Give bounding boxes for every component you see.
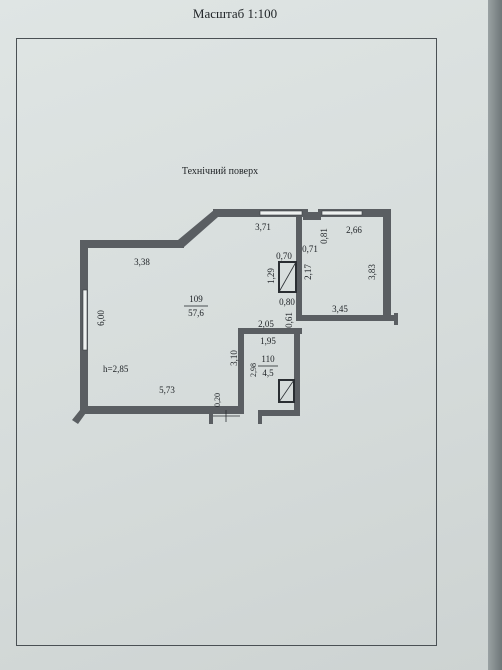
dim-6-00: 6,00 [96, 310, 106, 326]
wall-stub-left [72, 410, 88, 424]
scale-title: Масштаб 1:100 [192, 6, 278, 21]
vent-shaft-2-diagonal [278, 379, 295, 403]
dim-0-71: 0,71 [302, 244, 318, 254]
wall-stub-right [394, 313, 398, 325]
dim-2-17: 2,17 [303, 264, 313, 280]
dim-2-05: 2,05 [258, 319, 274, 329]
vent-shaft-1-diagonal [278, 261, 297, 293]
wall-bottom [88, 406, 244, 414]
wall-right-lower [296, 315, 396, 321]
room-110-number: 110 [261, 354, 275, 364]
vent-shaft-1 [278, 261, 297, 293]
page-edge-shadow [488, 0, 502, 670]
dim-3-71: 3,71 [255, 222, 271, 232]
walls [72, 209, 398, 424]
window-left [82, 289, 88, 351]
wall-niche [303, 212, 321, 220]
room-109-number: 109 [189, 294, 203, 304]
dim-1-29: 1,29 [266, 268, 276, 284]
dim-3-45: 3,45 [332, 304, 348, 314]
window-top-right [321, 210, 363, 216]
wall-room110-top [238, 328, 302, 334]
dim-0-20: 0,20 [213, 393, 222, 407]
floor-title: Технічний поверх [181, 166, 259, 177]
dim-2-98: 2,98 [249, 363, 258, 377]
wall-room110-right [294, 328, 300, 416]
dim-0-70: 0,70 [276, 251, 292, 261]
wall-top-left [80, 240, 184, 248]
window-top [259, 210, 303, 216]
wall-stub-bottom-2 [258, 410, 262, 424]
drawing-frame [16, 38, 437, 646]
dim-0-81: 0,81 [319, 228, 329, 244]
room-109-area: 57,6 [188, 308, 204, 318]
dim-0-80: 0,80 [279, 297, 295, 307]
wall-room110-bottom [258, 410, 300, 416]
wall-room110-left [238, 328, 244, 410]
dim-5-73: 5,73 [159, 385, 175, 395]
dim-0-61: 0,61 [284, 312, 294, 328]
wall-diagonal [178, 210, 218, 247]
ceiling-height: h=2,85 [103, 364, 129, 374]
dim-2-66: 2,66 [346, 225, 362, 235]
room-110-area: 4,5 [262, 368, 274, 378]
wall-stub-bottom [209, 410, 213, 424]
wall-inner-column [296, 217, 302, 321]
wall-right [383, 209, 391, 321]
dim-3-83: 3,83 [367, 264, 377, 280]
dim-1-95: 1,95 [260, 336, 276, 346]
dim-3-10: 3,10 [229, 350, 239, 366]
dim-3-38: 3,38 [134, 257, 150, 267]
vent-shaft-2 [278, 379, 295, 403]
